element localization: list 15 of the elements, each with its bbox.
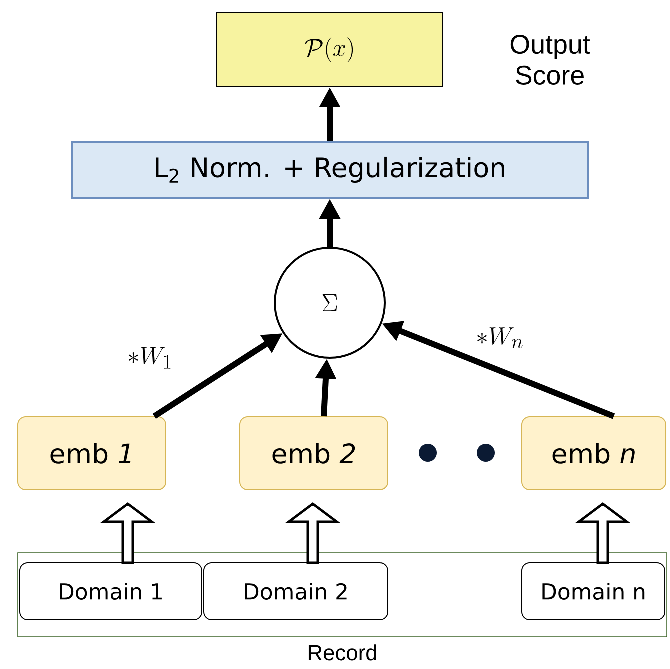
edge-label: $\ast W_n$ xyxy=(478,328,523,349)
arrow xyxy=(285,502,341,564)
arrow xyxy=(100,502,156,564)
embedding-box: emb 2 xyxy=(240,416,388,490)
embedding-box: emb n xyxy=(522,416,666,490)
domain-box: Domain 2 xyxy=(204,562,388,620)
record-label: Record xyxy=(308,644,376,661)
domain-box: Domain 1 xyxy=(20,562,202,620)
output-caption: Output Score xyxy=(510,35,590,85)
process-box: L$_{2}$ Norm. + Regularization xyxy=(71,141,590,199)
output-box: $\mathcal{P}(x)$ xyxy=(216,12,444,88)
arrow xyxy=(575,502,631,564)
embedding-box: emb 1 xyxy=(18,416,166,490)
domain-box: Domain n xyxy=(522,562,666,620)
edge-label: $\ast W_1$ xyxy=(128,347,171,369)
